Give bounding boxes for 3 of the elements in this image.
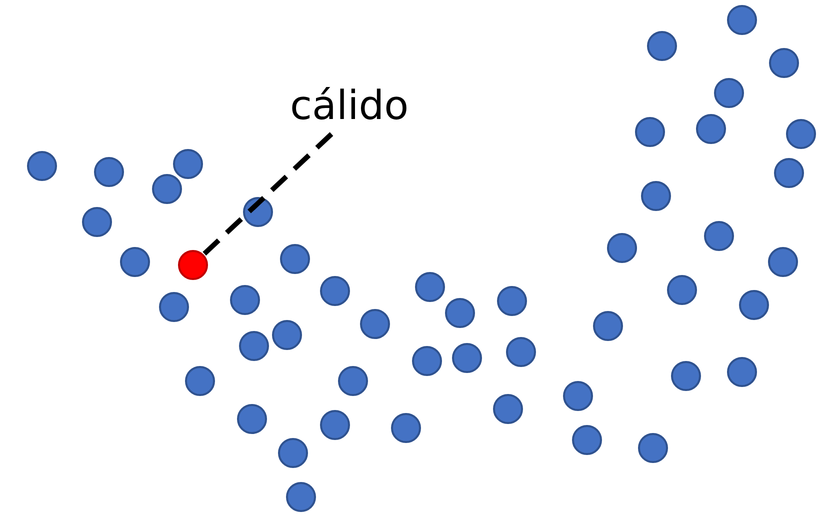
- leader-line: [202, 132, 334, 256]
- marker-dot: [178, 250, 208, 280]
- callout-label: cálido: [290, 84, 409, 128]
